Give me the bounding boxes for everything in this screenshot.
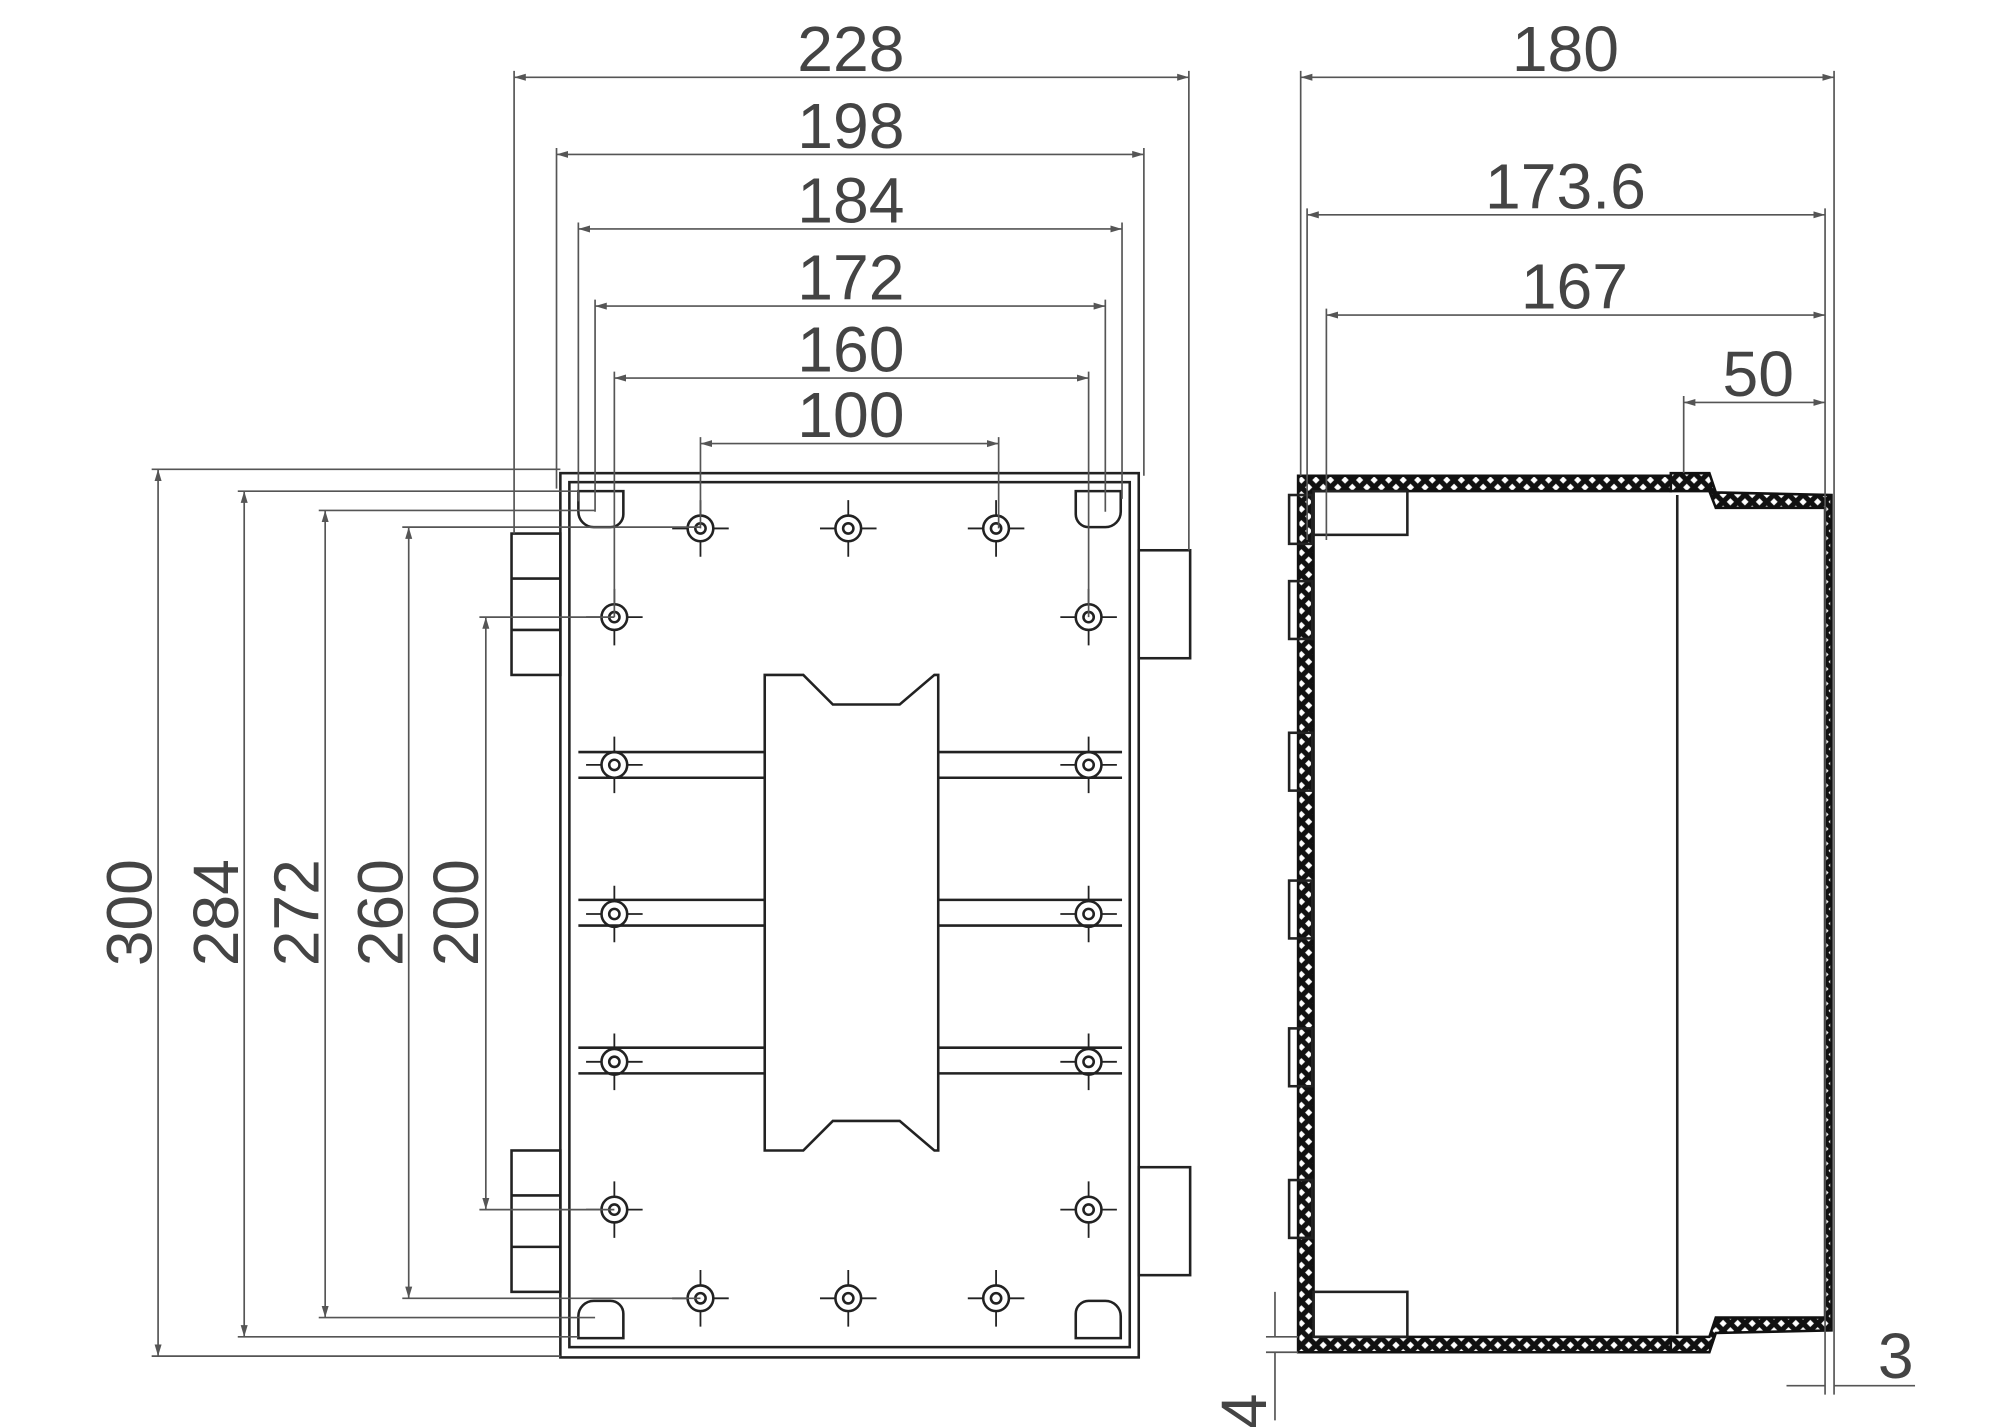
corner-bosses [577, 489, 1123, 1340]
lid-section [1669, 471, 1833, 1354]
dim-depth-50: 50 [1722, 338, 1793, 410]
mounting-plate [763, 673, 940, 1152]
mounting-hole [1074, 1047, 1103, 1076]
mounting-hole [600, 750, 629, 780]
dim-height-272: 272 [261, 859, 333, 966]
mounting-hole [981, 514, 1011, 543]
mounting-hole [600, 1047, 629, 1076]
base-wall-section [1296, 474, 1673, 1354]
dim-height-284: 284 [180, 859, 252, 966]
mounting-hole [1074, 1195, 1103, 1224]
side-dimension-lines [1265, 70, 1916, 1421]
front-dimension-lines [151, 70, 1190, 1357]
mounting-hole [834, 514, 863, 543]
mounting-hole [834, 1284, 863, 1313]
side-features [1287, 489, 1409, 1339]
dim-width-228: 228 [797, 13, 904, 85]
side-lugs [510, 532, 1192, 1294]
dim-height-260: 260 [344, 859, 416, 966]
enclosure-inner-outline [568, 480, 1132, 1349]
dim-height-300: 300 [94, 859, 166, 966]
dim-width-198: 198 [797, 90, 904, 162]
front-view: 228 198 184 172 160 100 300 284 272 260 … [94, 13, 1192, 1359]
dim-width-160: 160 [797, 314, 904, 386]
dim-depth-173-6: 173.6 [1485, 150, 1646, 222]
mounting-rails [578, 750, 1123, 1075]
mounting-hole [600, 899, 629, 929]
mounting-hole [1074, 899, 1103, 929]
mounting-hole [1074, 750, 1103, 780]
dim-width-172: 172 [797, 242, 904, 314]
mounting-hole [981, 1284, 1011, 1313]
side-view: 180 173.6 167 50 4 3 [1208, 13, 1916, 1427]
dim-width-184: 184 [797, 165, 904, 237]
dim-wall-3: 3 [1878, 1320, 1914, 1392]
mounting-holes [586, 500, 1117, 1327]
dim-height-200: 200 [420, 859, 492, 966]
dim-depth-167: 167 [1521, 251, 1628, 323]
dim-width-100: 100 [797, 379, 904, 451]
dim-wall-4: 4 [1208, 1394, 1280, 1427]
enclosure-outline [559, 471, 1141, 1359]
dim-depth-180: 180 [1512, 13, 1619, 85]
